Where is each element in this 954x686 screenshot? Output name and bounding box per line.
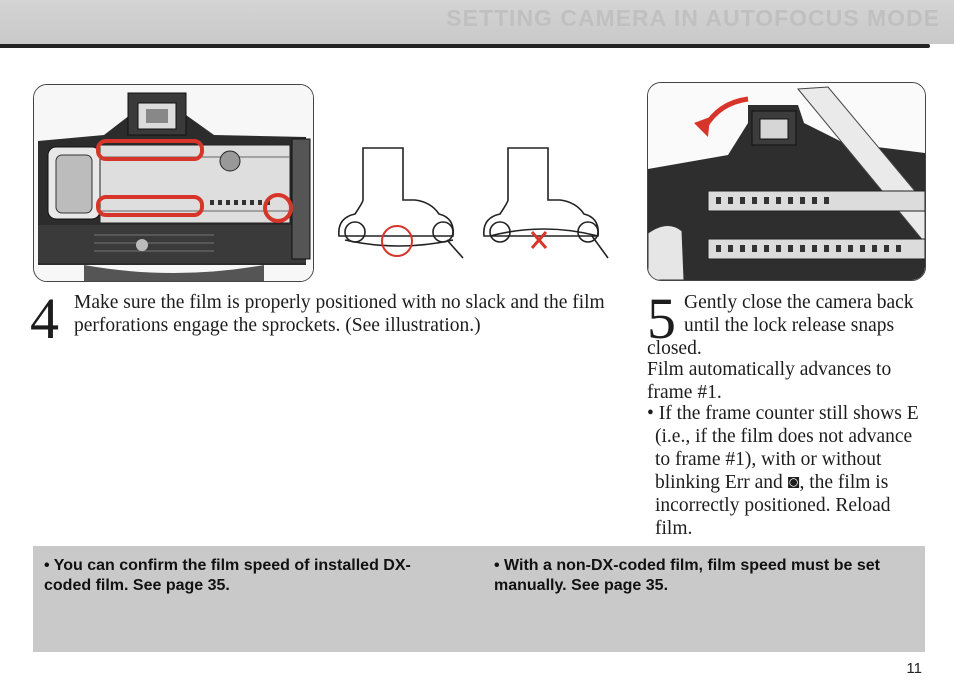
- step-5-line1: Gently close the camera back: [684, 292, 914, 313]
- page-title: SETTING CAMERA IN AUTOFOCUS MODE: [446, 5, 940, 31]
- header-rule: [0, 44, 930, 48]
- sprocket-incorrect-diagram: [480, 140, 612, 260]
- step-5-advance: Film automatically advances to frame #1.: [647, 359, 892, 403]
- step-4-number: 4: [30, 286, 59, 351]
- header-band: SETTING CAMERA IN AUTOFOCUS MODE: [0, 0, 954, 44]
- camera-film-illustration: [33, 84, 314, 282]
- step-5-line2: until the lock release snaps: [684, 315, 895, 336]
- step-5-bullet: • If the frame counter still shows E (i.…: [647, 403, 919, 539]
- notes-box: [33, 546, 925, 652]
- note-left: • You can confirm the film speed of inst…: [44, 557, 411, 594]
- step-5-line3: closed.: [647, 338, 702, 359]
- page-number: 11: [906, 660, 922, 677]
- sprocket-correct-diagram: [335, 140, 467, 260]
- note-right: • With a non-DX-coded film, film speed m…: [494, 557, 880, 594]
- step-5-number: 5: [647, 286, 676, 351]
- step-4-text: Make sure the film is properly positione…: [74, 292, 605, 336]
- camera-close-back-illustration: [647, 82, 926, 281]
